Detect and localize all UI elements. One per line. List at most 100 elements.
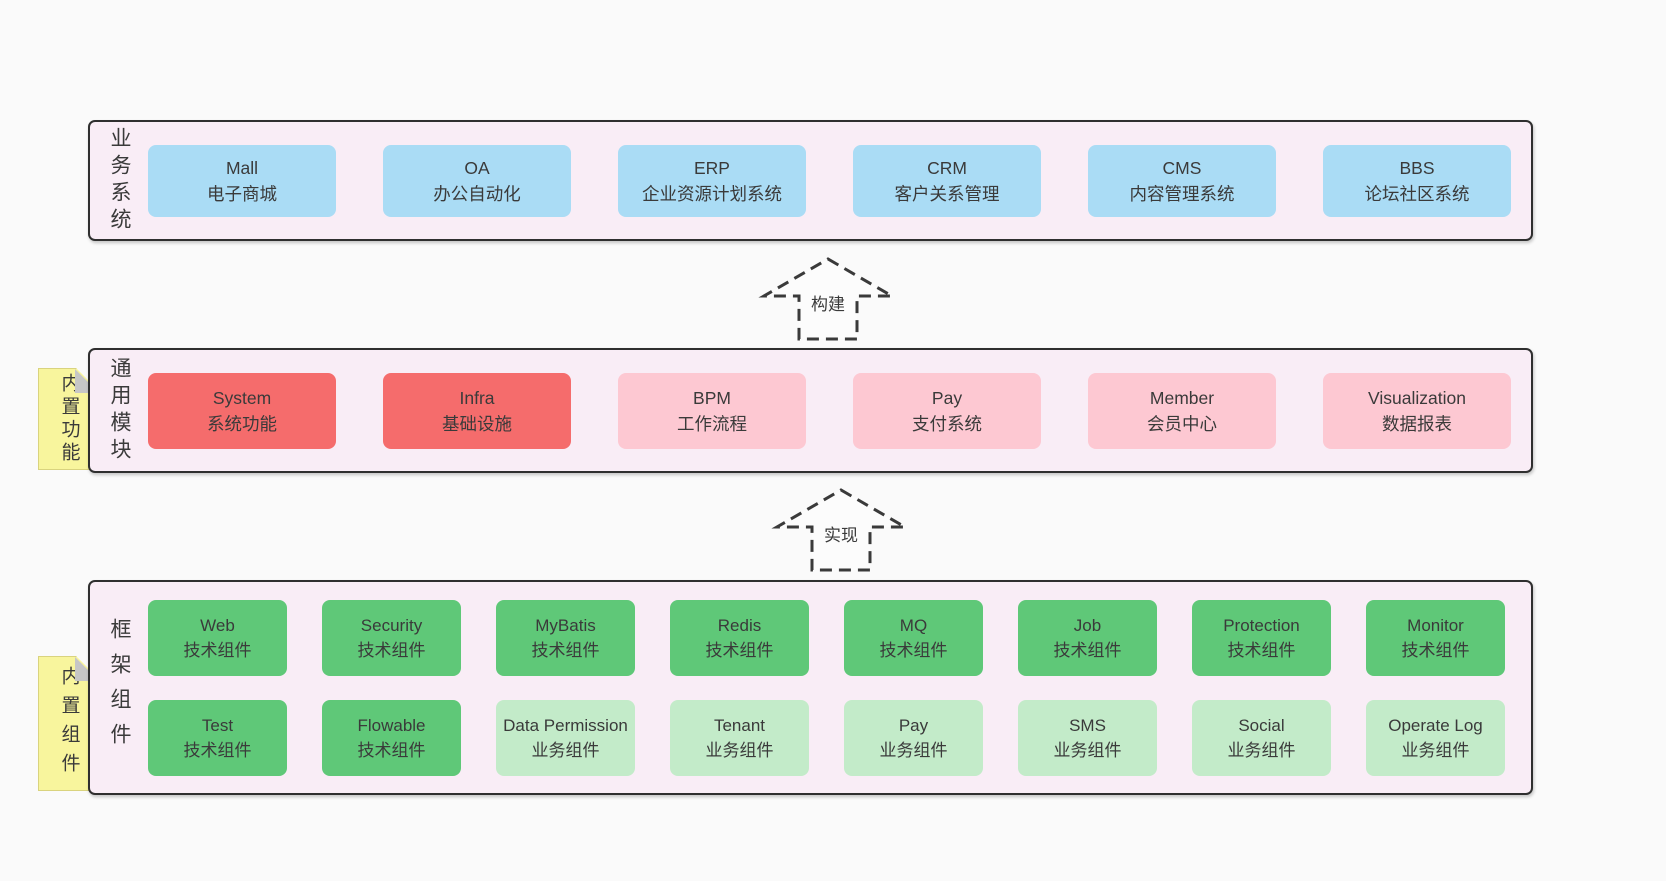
box-title: Redis	[717, 615, 762, 635]
box-subtitle: 系统功能	[207, 413, 277, 434]
box-subtitle: 技术组件	[183, 740, 252, 760]
box-title: OA	[464, 157, 490, 178]
panel-label-column: 框架组件	[90, 582, 148, 793]
panel-content: System 系统功能 Infra 基础设施 BPM 工作流程 Pay 支付系统…	[148, 350, 1537, 471]
box-security: Security 技术组件	[322, 599, 461, 676]
panel-business-systems: 业务系统 Mall 电子商城 OA 办公自动化 ERP 企业资源计划系统 CRM…	[88, 120, 1533, 241]
box-title: System	[212, 387, 272, 408]
panel-title: 通用模块	[108, 356, 131, 465]
arrow-label: 实现	[820, 521, 862, 547]
box-monitor: Monitor 技术组件	[1366, 599, 1505, 676]
note-label: 内置功能	[58, 373, 80, 465]
box-bbs: BBS 论坛社区系统	[1323, 144, 1511, 217]
box-subtitle: 技术组件	[1401, 640, 1470, 660]
component-row-2: Test 技术组件 Flowable 技术组件 Data Permission …	[148, 699, 1505, 776]
box-flowable: Flowable 技术组件	[322, 699, 461, 776]
box-system: System 系统功能	[148, 372, 336, 449]
box-social: Social 业务组件	[1192, 699, 1331, 776]
box-visualization: Visualization 数据报表	[1323, 372, 1511, 449]
box-data-permission: Data Permission 业务组件	[496, 699, 635, 776]
box-member: Member 会员中心	[1088, 372, 1276, 449]
box-subtitle: 技术组件	[183, 640, 252, 660]
box-mall: Mall 电子商城	[148, 144, 336, 217]
box-title: Infra	[459, 387, 495, 408]
box-title: Monitor	[1407, 615, 1464, 635]
box-title: Member	[1149, 387, 1215, 408]
box-mq: MQ 技术组件	[844, 599, 983, 676]
box-test: Test 技术组件	[148, 699, 287, 776]
box-title: MyBatis	[535, 615, 596, 635]
box-job: Job 技术组件	[1018, 599, 1157, 676]
panel-title: 框架组件	[108, 617, 131, 758]
panel-common-modules: 通用模块 System 系统功能 Infra 基础设施 BPM 工作流程 Pay…	[88, 348, 1533, 473]
box-title: Job	[1073, 615, 1102, 635]
box-subtitle: 业务组件	[1227, 740, 1296, 760]
box-subtitle: 业务组件	[879, 740, 948, 760]
box-title: Pay	[898, 715, 929, 735]
box-bpm: BPM 工作流程	[618, 372, 806, 449]
box-subtitle: 技术组件	[1053, 640, 1122, 660]
panel-content: Web 技术组件 Security 技术组件 MyBatis 技术组件 Redi…	[148, 582, 1531, 793]
note-label: 内置组件	[58, 665, 80, 782]
box-subtitle: 技术组件	[531, 640, 600, 660]
box-title: Operate Log	[1388, 715, 1483, 735]
box-subtitle: 基础设施	[442, 413, 512, 434]
box-protection: Protection 技术组件	[1192, 599, 1331, 676]
box-title: Visualization	[1368, 387, 1466, 408]
box-subtitle: 业务组件	[531, 740, 600, 760]
box-title: CMS	[1162, 157, 1202, 178]
box-title: Security	[360, 615, 423, 635]
box-erp: ERP 企业资源计划系统	[618, 144, 806, 217]
box-title: BBS	[1399, 157, 1435, 178]
box-crm: CRM 客户关系管理	[853, 144, 1041, 217]
box-cms: CMS 内容管理系统	[1088, 144, 1276, 217]
box-title: Social	[1238, 715, 1285, 735]
component-row-1: Web 技术组件 Security 技术组件 MyBatis 技术组件 Redi…	[148, 599, 1505, 676]
arrow-build: 构建	[758, 256, 898, 342]
box-title: Data Permission	[503, 715, 628, 735]
arrow-label: 构建	[807, 290, 849, 316]
box-title: CRM	[927, 157, 967, 178]
box-web: Web 技术组件	[148, 599, 287, 676]
box-subtitle: 支付系统	[912, 413, 982, 434]
box-redis: Redis 技术组件	[670, 599, 809, 676]
box-subtitle: 工作流程	[677, 413, 747, 434]
box-subtitle: 数据报表	[1382, 413, 1452, 434]
box-title: Pay	[931, 387, 963, 408]
panel-framework-components: 框架组件 Web 技术组件 Security 技术组件 MyBatis 技术组件…	[88, 580, 1533, 795]
box-operate-log: Operate Log 业务组件	[1366, 699, 1505, 776]
box-subtitle: 业务组件	[1053, 740, 1122, 760]
panel-label-column: 业务系统	[90, 122, 148, 239]
box-infra: Infra 基础设施	[383, 372, 571, 449]
arrow-implement: 实现	[771, 487, 911, 573]
box-title: ERP	[694, 157, 730, 178]
box-title: SMS	[1069, 715, 1106, 735]
box-subtitle: 会员中心	[1147, 413, 1217, 434]
box-subtitle: 电子商城	[207, 183, 277, 204]
box-subtitle: 内容管理系统	[1129, 183, 1235, 204]
box-subtitle: 技术组件	[357, 740, 426, 760]
box-subtitle: 企业资源计划系统	[642, 183, 782, 204]
box-oa: OA 办公自动化	[383, 144, 571, 217]
box-title: BPM	[693, 387, 731, 408]
box-subtitle: 技术组件	[705, 640, 774, 660]
box-subtitle: 业务组件	[1401, 740, 1470, 760]
box-subtitle: 客户关系管理	[894, 183, 1000, 204]
box-subtitle: 技术组件	[357, 640, 426, 660]
box-title: Test	[201, 715, 234, 735]
box-subtitle: 业务组件	[705, 740, 774, 760]
box-title: Mall	[225, 157, 259, 178]
box-tenant: Tenant 业务组件	[670, 699, 809, 776]
panel-label-column: 通用模块	[90, 350, 148, 471]
box-pay-module: Pay 支付系统	[853, 372, 1041, 449]
box-mybatis: MyBatis 技术组件	[496, 599, 635, 676]
box-title: Web	[200, 615, 235, 635]
box-subtitle: 论坛社区系统	[1364, 183, 1470, 204]
box-pay-component: Pay 业务组件	[844, 699, 983, 776]
box-sms: SMS 业务组件	[1018, 699, 1157, 776]
box-subtitle: 办公自动化	[433, 183, 521, 204]
box-title: MQ	[899, 615, 928, 635]
box-subtitle: 技术组件	[879, 640, 948, 660]
panel-title: 业务系统	[108, 126, 131, 235]
